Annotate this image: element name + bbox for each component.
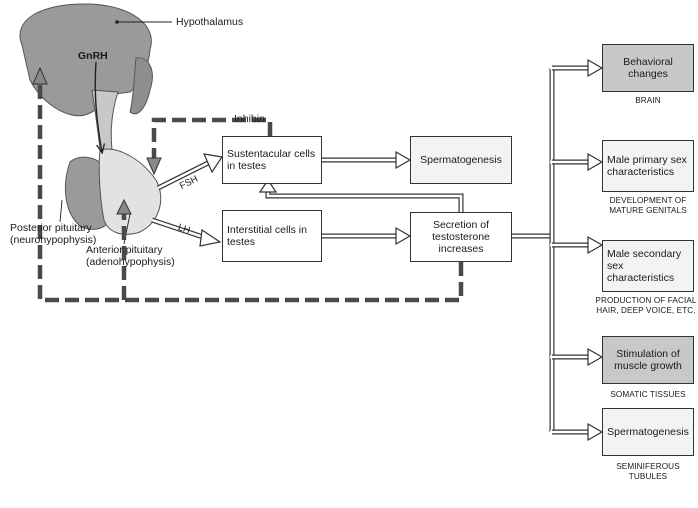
target-box-behavioral: Behavioral changes [602,44,694,92]
target-box-muscle-growth: Stimulation of muscle growth [602,336,694,384]
gnrh-label: GnRH [78,50,108,62]
target-caption-seminiferous: SEMINIFEROUS TUBULES [602,462,694,481]
target-caption-somatic: SOMATIC TISSUES [598,390,698,400]
target-box-spermatogenesis: Spermatogenesis [602,408,694,456]
target-box-secondary-sex: Male secondary sex characteristics [602,240,694,292]
target-caption-brain: BRAIN [602,96,694,106]
target-caption-genitals: DEVELOPMENT OF MATURE GENITALS [598,196,698,215]
spermatogenesis-center-box: Spermatogenesis [410,136,512,184]
inhibin-label: Inhibin [234,113,265,125]
sustentacular-cells-box: Sustentacular cells in testes [222,136,322,184]
testosterone-secretion-box: Secretion of testosterone increases [410,212,512,262]
hypothalamus-label: Hypothalamus [176,16,243,28]
target-box-primary-sex: Male primary sex characteristics [602,140,694,192]
anterior-pituitary-label: Anterior pituitary (adenohypophysis) [86,244,204,268]
target-caption-facial-hair: PRODUCTION OF FACIAL HAIR, DEEP VOICE, E… [594,296,698,315]
target-branch-arrows [550,60,602,440]
posterior-pituitary-label: Posterior pituitary (neurohypophysis) [10,222,110,246]
posterior-leader [60,200,62,222]
interstitial-cells-box: Interstitial cells in testes [222,210,322,262]
